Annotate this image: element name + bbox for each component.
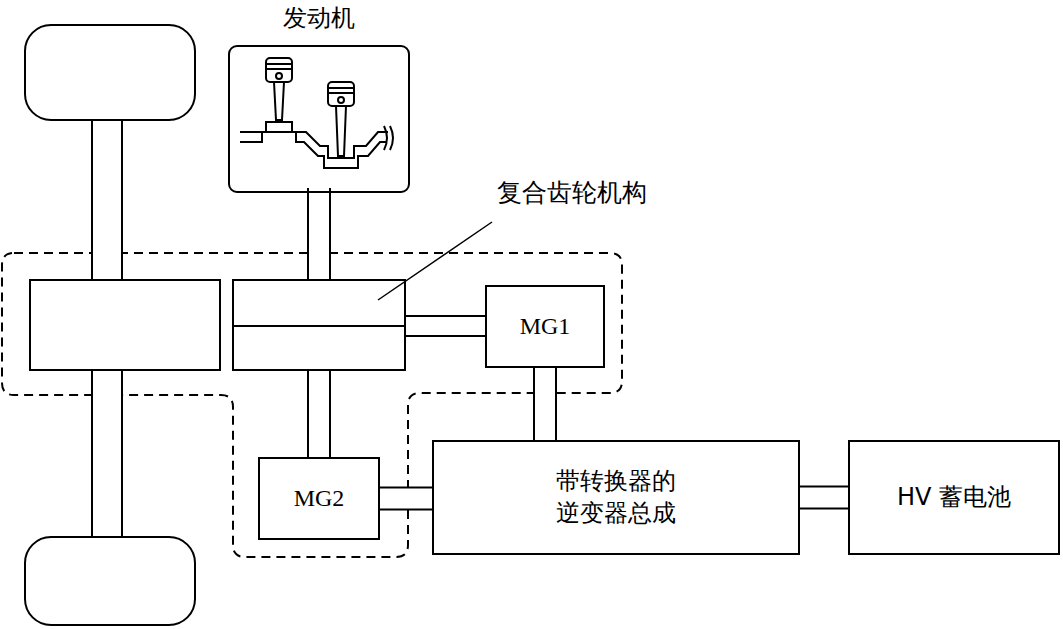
mg1-shaft [400,315,490,337]
engine-shaft [307,188,331,285]
connector-outline [380,487,432,511]
double-line-connector [800,497,848,498]
piston-pin [338,97,344,103]
box-label: MG1 [520,311,571,342]
heading-text: 发动机 [230,3,408,34]
engine-box: 发动机 [228,45,410,193]
piston [328,82,354,106]
piston [266,58,292,82]
engine-illustration [240,58,393,168]
engine-shaft [309,188,329,285]
leader-line [378,222,492,300]
mg2-shaft [307,365,331,462]
piston-ring [328,92,354,94]
connector-inner [800,488,848,508]
differential-box [30,280,220,370]
motor-generator-box: MG1 [485,285,605,368]
box-label: HV 蓄电池 [897,482,1011,513]
motor-generator-box: MG2 [258,457,380,540]
callout-label: 复合齿轮机构 [497,176,647,209]
double-line-connector [545,368,546,440]
wheel [25,537,195,625]
connector-outline [533,368,557,440]
crankshaft-break [384,126,393,150]
connector-inner [380,489,432,509]
battery-box: HV 蓄电池 [848,440,1060,555]
box-label: 带转换器的 逆变器总成 [549,466,683,528]
connecting-rod [336,106,346,156]
connecting-rod [274,82,284,120]
box-label: MG2 [294,483,345,514]
inverter-box: 带转换器的 逆变器总成 [432,440,800,555]
double-line-connector [380,498,432,499]
wheel [25,25,195,120]
piston-pin [276,73,282,79]
mg2-shaft [309,365,329,462]
piston-ring [266,68,292,70]
gear-divider [233,325,405,327]
mg1-shaft [400,317,490,335]
piston-ring [266,63,292,65]
piston-ring [328,87,354,89]
crankshaft [240,132,386,168]
connector-outline [800,486,848,510]
gear-box [233,280,405,370]
connector-inner [535,368,555,440]
